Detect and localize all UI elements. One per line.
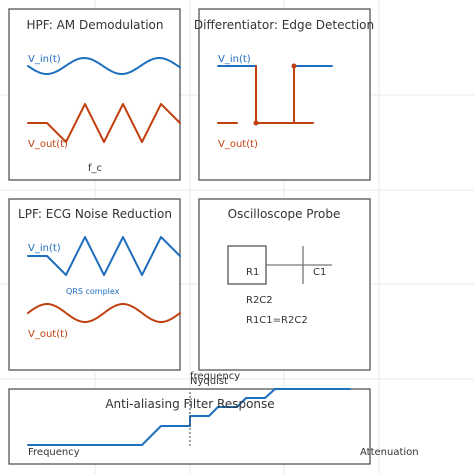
probe-c1-label: C1: [313, 267, 326, 278]
lpf-qrs-annotation: QRS complex: [66, 287, 120, 296]
lpf-input-waveform: [27, 236, 181, 276]
hpf-input-label: V_in(t): [28, 54, 61, 65]
probe-equation: R1C1=R2C2: [246, 315, 308, 326]
probe-r2c2-label: R2C2: [246, 295, 273, 306]
hpf-output-waveform: [27, 103, 181, 143]
hpf-input-waveform: [27, 57, 181, 75]
aa-y-label: Attenuation: [360, 447, 419, 458]
panel-hpf-frame: [8, 8, 181, 181]
panel-lpf-title: LPF: ECG Noise Reduction: [18, 207, 172, 221]
panel-differentiator: Differentiator: Edge Detection V_in(t) V…: [194, 8, 374, 181]
panel-lpf-frame: [8, 198, 181, 371]
panel-anti-aliasing-title: Anti-aliasing Filter Response: [105, 397, 274, 411]
panel-differentiator-frame: [198, 8, 371, 181]
panel-anti-aliasing: Anti-aliasing Filter Response frequency …: [8, 371, 419, 465]
panel-hpf-title: HPF: AM Demodulation: [26, 18, 163, 32]
panel-probe-title: Oscilloscope Probe: [228, 207, 341, 221]
diff-edge-marker-rising: [291, 63, 297, 69]
diff-edge-marker-falling: [253, 120, 259, 126]
aa-x-label: Frequency: [28, 447, 80, 458]
panel-differentiator-title: Differentiator: Edge Detection: [194, 18, 374, 32]
panel-lpf: LPF: ECG Noise Reduction V_in(t) QRS com…: [8, 198, 181, 371]
aa-top-label: frequency: [190, 371, 240, 382]
hpf-output-label: V_out(t): [28, 139, 68, 150]
lpf-input-label: V_in(t): [28, 243, 61, 254]
panel-hpf: HPF: AM Demodulation V_in(t) V_out(t) f_…: [8, 8, 181, 181]
lpf-output-label: V_out(t): [28, 329, 68, 340]
diff-output-label: V_out(t): [218, 139, 258, 150]
panel-probe: Oscilloscope Probe R1 C1 R2C2 R1C1=R2C2: [198, 198, 371, 371]
probe-r1-label: R1: [246, 267, 259, 278]
aa-response-curve: [27, 388, 351, 446]
lpf-output-waveform: [27, 303, 181, 323]
panel-probe-frame: [198, 198, 371, 371]
aa-nyquist-label: Nyquist: [190, 376, 228, 387]
hpf-axis-label: f_c: [88, 163, 102, 174]
diff-input-label: V_in(t): [218, 54, 251, 65]
